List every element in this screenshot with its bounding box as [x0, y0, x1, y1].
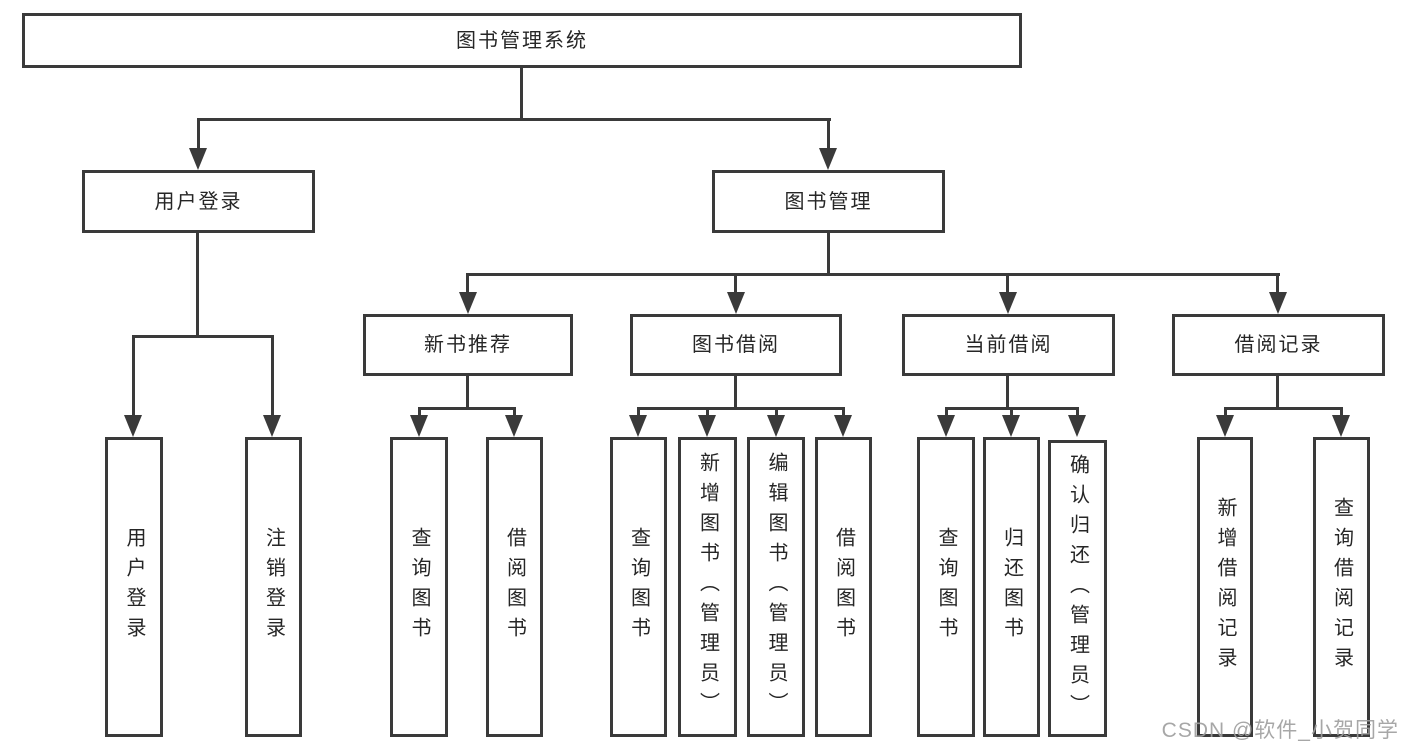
connector-line: [734, 376, 737, 407]
node-leaf-confirm-return-admin: 确认归还（管理员）: [1048, 440, 1107, 737]
leaf-label: 查询图书: [935, 527, 957, 647]
node-current-borrow: 当前借阅: [902, 314, 1115, 376]
node-leaf-borrow-books: 借阅图书: [815, 437, 872, 737]
leaf-label: 借阅图书: [503, 527, 526, 647]
node-leaf-query-books: 查询图书: [390, 437, 448, 737]
leaf-label: 查询图书: [408, 527, 430, 647]
node-leaf-logout: 注销登录: [245, 437, 302, 737]
connector-line: [1006, 273, 1009, 294]
connector-line: [513, 407, 516, 417]
connector-line: [706, 407, 709, 417]
connector-line: [1224, 407, 1342, 410]
leaf-label: 借阅图书: [832, 527, 855, 647]
node-leaf-borrow-books: 借阅图书: [486, 437, 543, 737]
arrowhead-down-icon: [459, 292, 477, 314]
connector-line: [1006, 376, 1009, 407]
connector-line: [132, 335, 135, 417]
arrowhead-down-icon: [1332, 415, 1350, 437]
connector-line: [842, 407, 845, 417]
connector-line: [945, 407, 948, 417]
connector-line: [1340, 407, 1343, 417]
node-leaf-edit-books-admin: 编辑图书（管理员）: [747, 437, 805, 737]
leaf-label: 新增图书（管理员）: [696, 452, 719, 722]
arrowhead-down-icon: [727, 292, 745, 314]
connector-line: [418, 407, 421, 417]
connector-line: [466, 376, 469, 407]
leaf-label: 确认归还（管理员）: [1066, 453, 1089, 724]
node-root: 图书管理系统: [22, 13, 1022, 68]
leaf-label: 查询借阅记录: [1330, 497, 1353, 677]
connector-line: [1276, 273, 1279, 294]
arrowhead-down-icon: [1269, 292, 1287, 314]
connector-line: [637, 407, 640, 417]
node-leaf-query-books: 查询图书: [917, 437, 975, 737]
connector-line: [197, 118, 200, 150]
arrowhead-down-icon: [834, 415, 852, 437]
connector-line: [1276, 376, 1279, 407]
node-leaf-query-books: 查询图书: [610, 437, 667, 737]
node-user-login-group: 用户登录: [82, 170, 315, 233]
connector-line: [271, 335, 274, 417]
connector-line: [466, 273, 469, 294]
connector-line: [1076, 407, 1079, 417]
connector-line: [1010, 407, 1013, 417]
connector-line: [132, 335, 274, 338]
connector-line: [637, 407, 845, 410]
node-borrow-record: 借阅记录: [1172, 314, 1385, 376]
leaf-label: 新增借阅记录: [1214, 497, 1236, 677]
arrowhead-down-icon: [767, 415, 785, 437]
arrowhead-down-icon: [1068, 415, 1086, 437]
node-leaf-user-login: 用户登录: [105, 437, 163, 737]
arrowhead-down-icon: [124, 415, 142, 437]
connector-line: [827, 118, 830, 150]
arrowhead-down-icon: [189, 148, 207, 170]
node-leaf-return-books: 归还图书: [983, 437, 1040, 737]
leaf-label: 编辑图书（管理员）: [765, 452, 787, 722]
leaf-label: 查询图书: [627, 527, 650, 647]
leaf-label: 归还图书: [1000, 527, 1023, 647]
connector-line: [734, 273, 737, 294]
arrowhead-down-icon: [505, 415, 523, 437]
connector-line: [197, 118, 831, 121]
arrowhead-down-icon: [1002, 415, 1020, 437]
connector-line: [196, 233, 199, 335]
node-leaf-add-borrow-record: 新增借阅记录: [1197, 437, 1253, 737]
node-leaf-add-books-admin: 新增图书（管理员）: [678, 437, 737, 737]
connector-line: [1224, 407, 1227, 417]
arrowhead-down-icon: [410, 415, 428, 437]
arrowhead-down-icon: [999, 292, 1017, 314]
leaf-label: 注销登录: [262, 527, 285, 647]
connector-line: [418, 407, 516, 410]
csdn-watermark: CSDN @软件_小贺同学: [1161, 719, 1399, 742]
connector-line: [827, 233, 830, 273]
arrowhead-down-icon: [263, 415, 281, 437]
arrowhead-down-icon: [937, 415, 955, 437]
node-new-book-recommend: 新书推荐: [363, 314, 573, 376]
leaf-label: 用户登录: [123, 527, 145, 647]
node-book-borrow: 图书借阅: [630, 314, 842, 376]
arrowhead-down-icon: [698, 415, 716, 437]
arrowhead-down-icon: [629, 415, 647, 437]
connector-line: [520, 68, 523, 118]
arrowhead-down-icon: [1216, 415, 1234, 437]
connector-line: [775, 407, 778, 417]
node-leaf-query-borrow-record: 查询借阅记录: [1313, 437, 1370, 737]
connector-line: [466, 273, 1280, 276]
arrowhead-down-icon: [819, 148, 837, 170]
node-book-management-group: 图书管理: [712, 170, 945, 233]
